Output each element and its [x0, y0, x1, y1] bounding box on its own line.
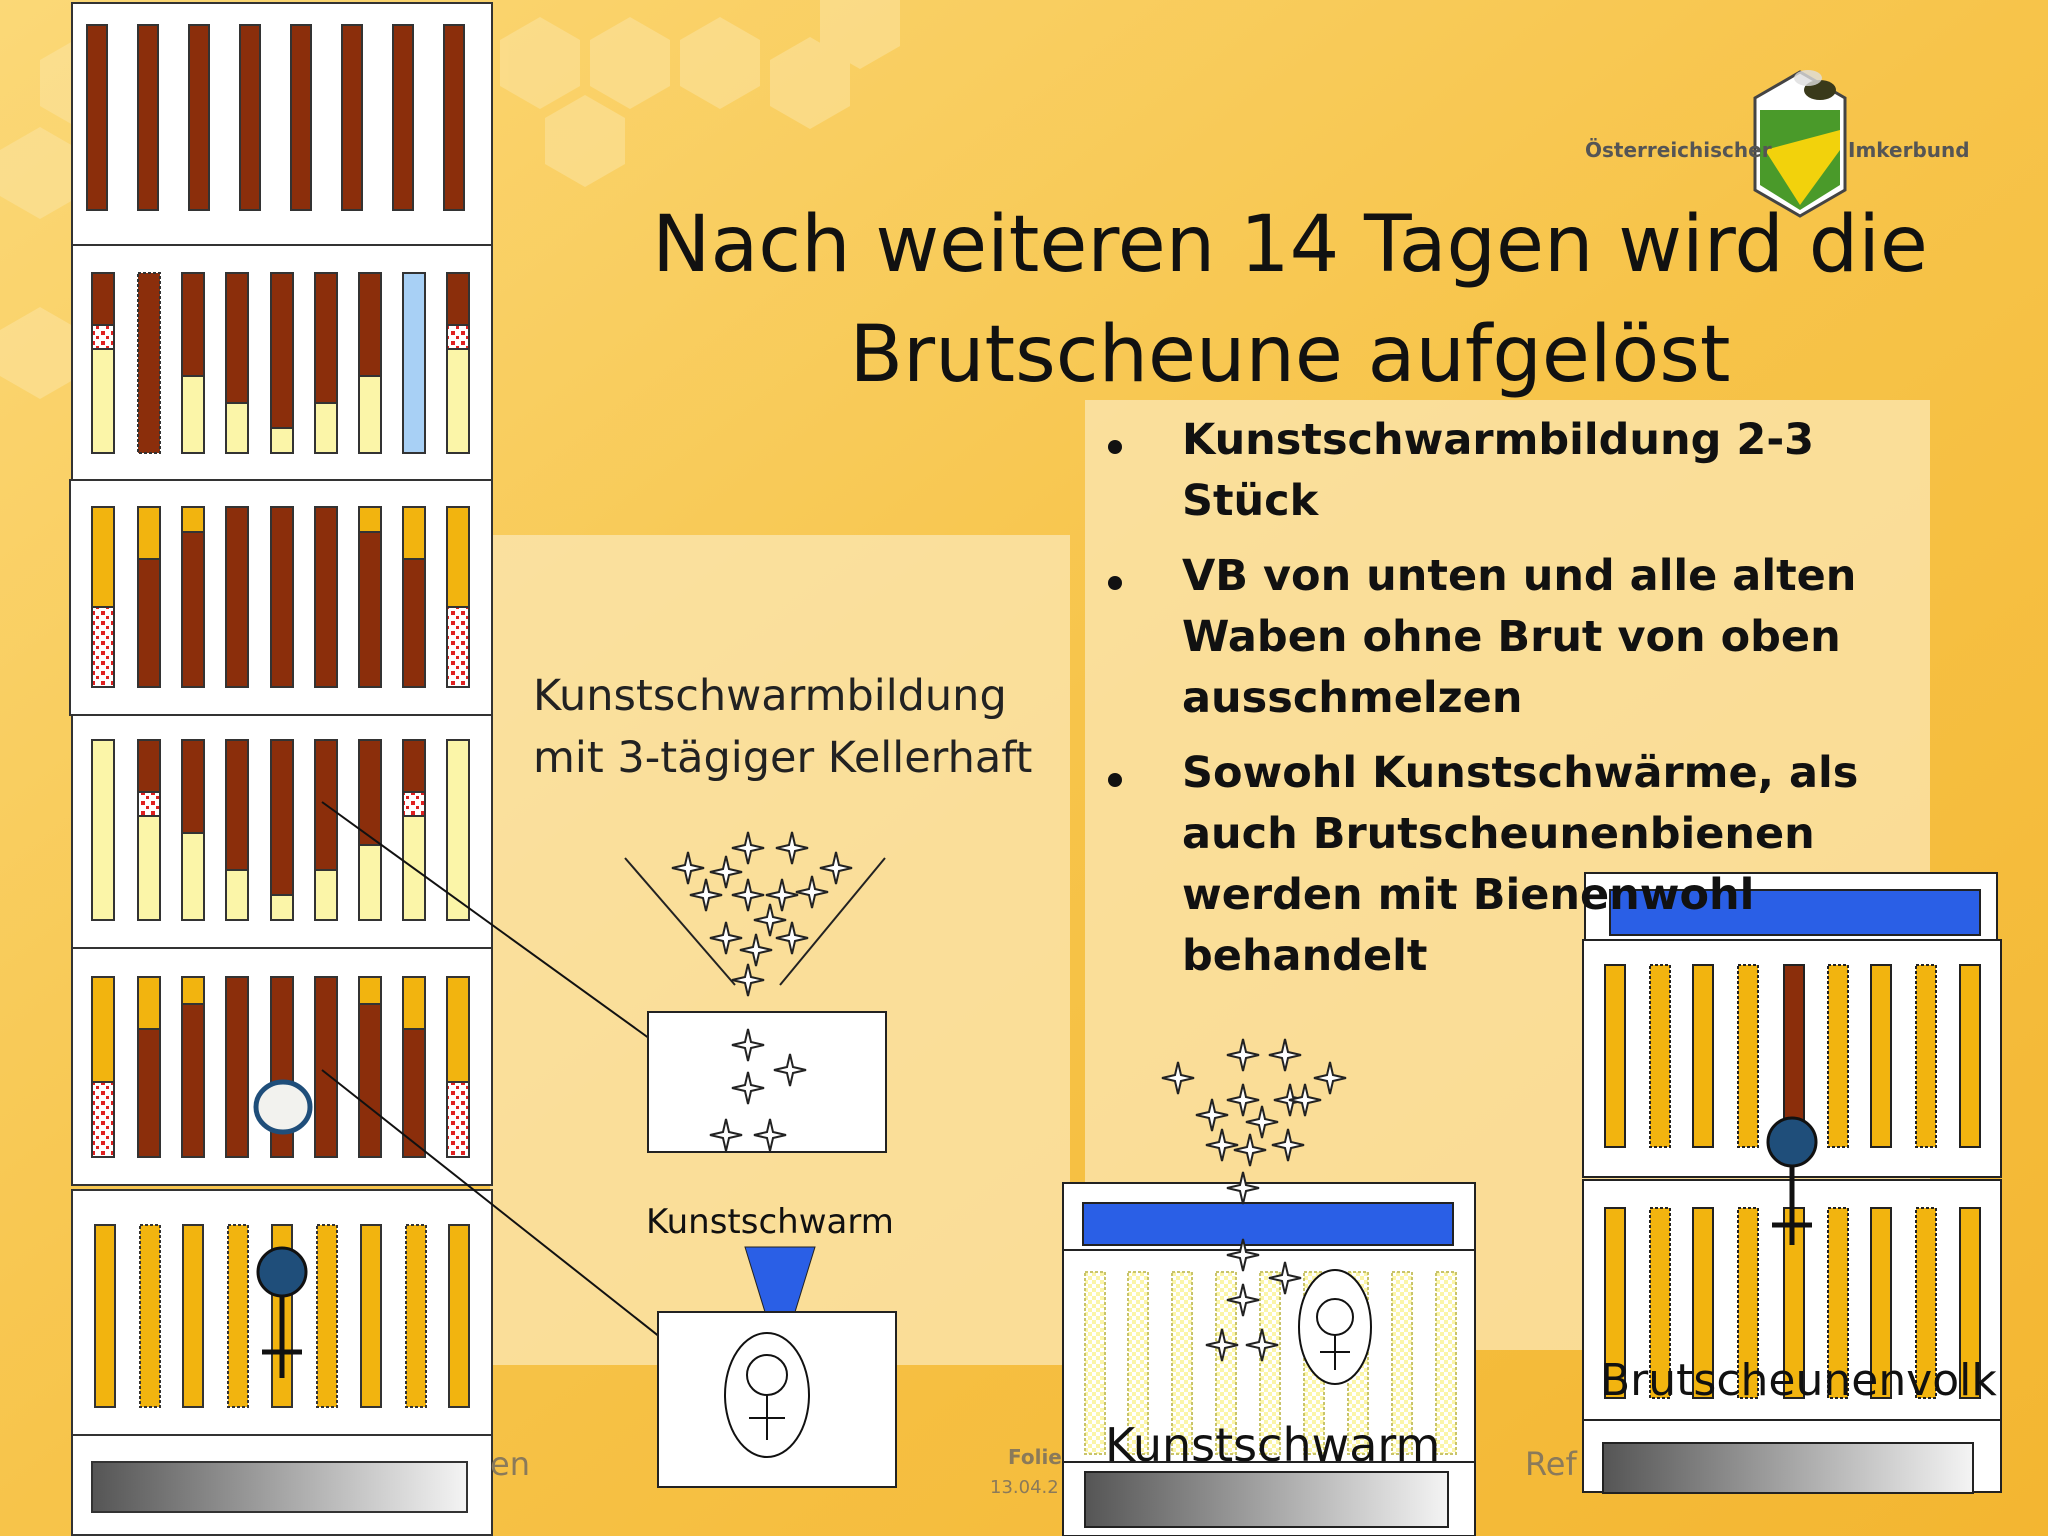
label-kunstschwarm-large: Kunstschwarm: [1105, 1418, 1441, 1472]
footer-right: Ref: [1525, 1445, 1577, 1483]
bullet-dot-icon: [1108, 440, 1122, 454]
caption-line-1: Kunstschwarmbildung: [533, 671, 1007, 721]
bullet-item: Sowohl Kunstschwärme, als auch Brutscheu…: [1100, 743, 1930, 987]
label-brutscheunenvolk: Brutscheunenvolk: [1600, 1355, 1997, 1406]
label-kunstschwarm-small: Kunstschwarm: [646, 1202, 894, 1242]
footer-left: en: [490, 1445, 530, 1483]
hive-stack: [69, 2, 493, 1536]
caption-line-2: mit 3-tägiger Kellerhaft: [533, 733, 1033, 783]
kunstschwarm-hive: [1062, 1182, 1476, 1536]
logo-text-left: Österreichischer: [1585, 138, 1772, 162]
slide-title: Nach weiteren 14 Tagen wird die Brutsche…: [640, 190, 1940, 410]
footer-date: 13.04.2: [990, 1477, 1059, 1498]
title-line-2: Brutscheune aufgelöst: [849, 310, 1731, 400]
queen-cell-icon: [253, 1079, 313, 1135]
title-line-1: Nach weiteren 14 Tagen wird die: [652, 200, 1928, 290]
logo-text-right: Imkerbund: [1848, 138, 1970, 162]
bullet-item: Kunstschwarmbildung 2-3 Stück: [1100, 410, 1930, 532]
honeycomb-decoration: [0, 0, 900, 399]
bullet-dot-icon: [1108, 576, 1122, 590]
bullet-list: Kunstschwarmbildung 2-3 Stück VB von unt…: [1100, 410, 1930, 1001]
footer-folie: Folie: [1008, 1445, 1062, 1469]
brutscheunenvolk-hive: [1582, 872, 2002, 1494]
bullet-item: VB von unten und alle alten Waben ohne B…: [1100, 546, 1930, 729]
bullet-dot-icon: [1108, 773, 1122, 787]
queen-icon: [1766, 1116, 1818, 1245]
caption: Kunstschwarmbildung mit 3-tägiger Keller…: [533, 665, 1032, 789]
imkerbund-logo: [1753, 70, 1847, 218]
queen-icon: [256, 1246, 308, 1378]
left-panel: [490, 535, 1070, 1365]
